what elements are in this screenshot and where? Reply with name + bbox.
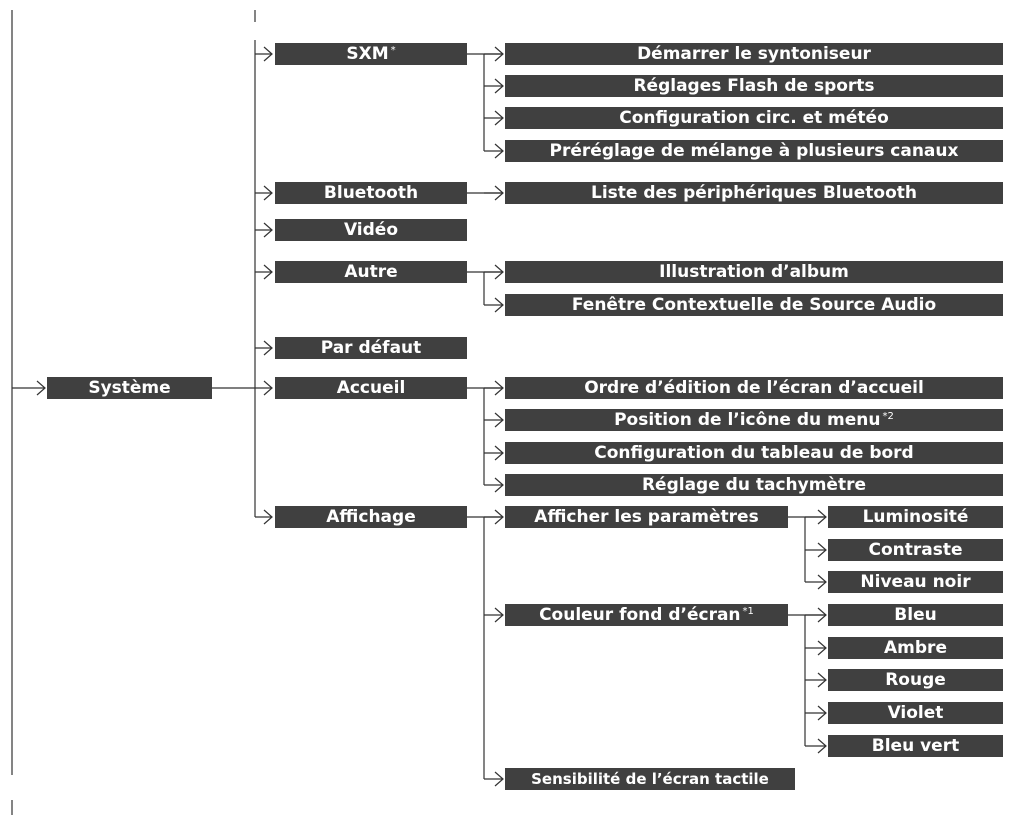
arrow-head bbox=[817, 672, 827, 688]
menu-item-label: Illustration d’album bbox=[659, 262, 849, 282]
menu-item-label: Démarrer le syntoniseur bbox=[637, 44, 871, 64]
menu-item-sensibilite-ecran-tactile[interactable]: Sensibilité de l’écran tactile bbox=[505, 768, 795, 790]
menu-item-label: Bleu vert bbox=[871, 736, 960, 756]
menu-item-illustration-album[interactable]: Illustration d’album bbox=[505, 261, 1003, 283]
menu-item-label: Réglages Flash de sports bbox=[633, 76, 875, 96]
menu-item-label: Système bbox=[88, 378, 171, 398]
arrow-head bbox=[494, 607, 504, 623]
menu-item-label: Rouge bbox=[885, 670, 946, 690]
menu-item-violet[interactable]: Violet bbox=[828, 702, 1003, 724]
menu-item-label: Ambre bbox=[884, 638, 947, 658]
arrow-head bbox=[494, 477, 504, 493]
footnote-marker: *2 bbox=[882, 410, 894, 422]
menu-item-label: Afficher les paramètres bbox=[534, 507, 759, 527]
menu-item-ambre[interactable]: Ambre bbox=[828, 637, 1003, 659]
arrow-head bbox=[494, 445, 504, 461]
arrow-head bbox=[817, 640, 827, 656]
arrow-head bbox=[494, 509, 504, 525]
menu-item-label: Fenêtre Contextuelle de Source Audio bbox=[571, 295, 937, 315]
menu-item-label: Accueil bbox=[336, 378, 406, 398]
menu-item-label: Couleur fond d’écran bbox=[539, 605, 741, 625]
menu-item-label: Configuration circ. et météo bbox=[619, 108, 889, 128]
menu-item-configuration-circ-meteo[interactable]: Configuration circ. et météo bbox=[505, 107, 1003, 129]
menu-item-label: Bleu bbox=[894, 605, 937, 625]
arrow-head bbox=[36, 380, 46, 396]
menu-item-label: Par défaut bbox=[320, 338, 422, 358]
arrow-head bbox=[263, 264, 273, 280]
menu-item-label: Niveau noir bbox=[860, 572, 971, 592]
menu-item-reglages-flash-sports[interactable]: Réglages Flash de sports bbox=[505, 75, 1003, 97]
arrow-head bbox=[494, 380, 504, 396]
menu-item-accueil[interactable]: Accueil bbox=[275, 377, 467, 399]
menu-item-couleur-fond-ecran[interactable]: Couleur fond d’écran*1 bbox=[505, 604, 788, 626]
arrow-head bbox=[263, 222, 273, 238]
menu-item-sxm[interactable]: SXM* bbox=[275, 43, 467, 65]
arrow-head bbox=[494, 771, 504, 787]
menu-item-fenetre-contextuelle-source-audio[interactable]: Fenêtre Contextuelle de Source Audio bbox=[505, 294, 1003, 316]
menu-item-label: Vidéo bbox=[343, 220, 399, 240]
menu-item-reglage-tachymetre[interactable]: Réglage du tachymètre bbox=[505, 474, 1003, 496]
arrow-head bbox=[817, 738, 827, 754]
menu-item-label: Sensibilité de l’écran tactile bbox=[531, 770, 769, 788]
arrow-head bbox=[817, 542, 827, 558]
menu-item-bleu[interactable]: Bleu bbox=[828, 604, 1003, 626]
menu-item-label: Réglage du tachymètre bbox=[641, 475, 867, 495]
menu-item-label: Préréglage de mélange à plusieurs canaux bbox=[549, 141, 959, 161]
arrow-head bbox=[263, 380, 273, 396]
menu-item-contraste[interactable]: Contraste bbox=[828, 539, 1003, 561]
menu-item-prereglage-melange[interactable]: Préréglage de mélange à plusieurs canaux bbox=[505, 140, 1003, 162]
menu-item-label: Bluetooth bbox=[323, 183, 419, 203]
menu-item-affichage[interactable]: Affichage bbox=[275, 506, 467, 528]
menu-item-niveau-noir[interactable]: Niveau noir bbox=[828, 571, 1003, 593]
arrow-head bbox=[817, 509, 827, 525]
menu-item-label: Ordre d’édition de l’écran d’accueil bbox=[584, 378, 924, 398]
menu-item-bluetooth[interactable]: Bluetooth bbox=[275, 182, 467, 204]
menu-item-position-icone-menu[interactable]: Position de l’icône du menu*2 bbox=[505, 409, 1003, 431]
arrow-head bbox=[494, 78, 504, 94]
menu-item-label: Autre bbox=[344, 262, 398, 282]
menu-item-label: Contraste bbox=[868, 540, 963, 560]
arrow-head bbox=[263, 509, 273, 525]
menu-item-luminosite[interactable]: Luminosité bbox=[828, 506, 1003, 528]
arrow-head bbox=[494, 110, 504, 126]
menu-item-liste-peripheriques-bluetooth[interactable]: Liste des périphériques Bluetooth bbox=[505, 182, 1003, 204]
menu-item-systeme[interactable]: Système bbox=[47, 377, 212, 399]
menu-item-rouge[interactable]: Rouge bbox=[828, 669, 1003, 691]
menu-item-label: Violet bbox=[887, 703, 944, 723]
menu-item-autre[interactable]: Autre bbox=[275, 261, 467, 283]
menu-item-afficher-parametres[interactable]: Afficher les paramètres bbox=[505, 506, 788, 528]
arrow-head bbox=[494, 143, 504, 159]
menu-item-label: Affichage bbox=[326, 507, 416, 527]
arrow-head bbox=[494, 297, 504, 313]
arrow-head bbox=[494, 46, 504, 62]
arrow-head bbox=[817, 574, 827, 590]
menu-item-label: Luminosité bbox=[862, 507, 969, 527]
menu-item-bleu-vert[interactable]: Bleu vert bbox=[828, 735, 1003, 757]
arrow-head bbox=[494, 185, 504, 201]
menu-item-label: Position de l’icône du menu bbox=[614, 410, 881, 430]
menu-item-configuration-tableau-bord[interactable]: Configuration du tableau de bord bbox=[505, 442, 1003, 464]
menu-item-label: Configuration du tableau de bord bbox=[594, 443, 914, 463]
menu-item-video[interactable]: Vidéo bbox=[275, 219, 467, 241]
menu-item-ordre-edition-ecran-accueil[interactable]: Ordre d’édition de l’écran d’accueil bbox=[505, 377, 1003, 399]
arrow-head bbox=[817, 607, 827, 623]
arrow-head bbox=[263, 340, 273, 356]
menu-item-par-defaut[interactable]: Par défaut bbox=[275, 337, 467, 359]
menu-item-label: Liste des périphériques Bluetooth bbox=[591, 183, 917, 203]
arrow-head bbox=[494, 412, 504, 428]
footnote-marker: *1 bbox=[742, 605, 754, 617]
footnote-marker: * bbox=[390, 44, 396, 56]
arrow-head bbox=[494, 264, 504, 280]
menu-item-label: SXM bbox=[346, 44, 389, 64]
arrow-head bbox=[817, 705, 827, 721]
arrow-head bbox=[263, 185, 273, 201]
menu-item-demarrer-syntoniseur[interactable]: Démarrer le syntoniseur bbox=[505, 43, 1003, 65]
arrow-head bbox=[263, 46, 273, 62]
